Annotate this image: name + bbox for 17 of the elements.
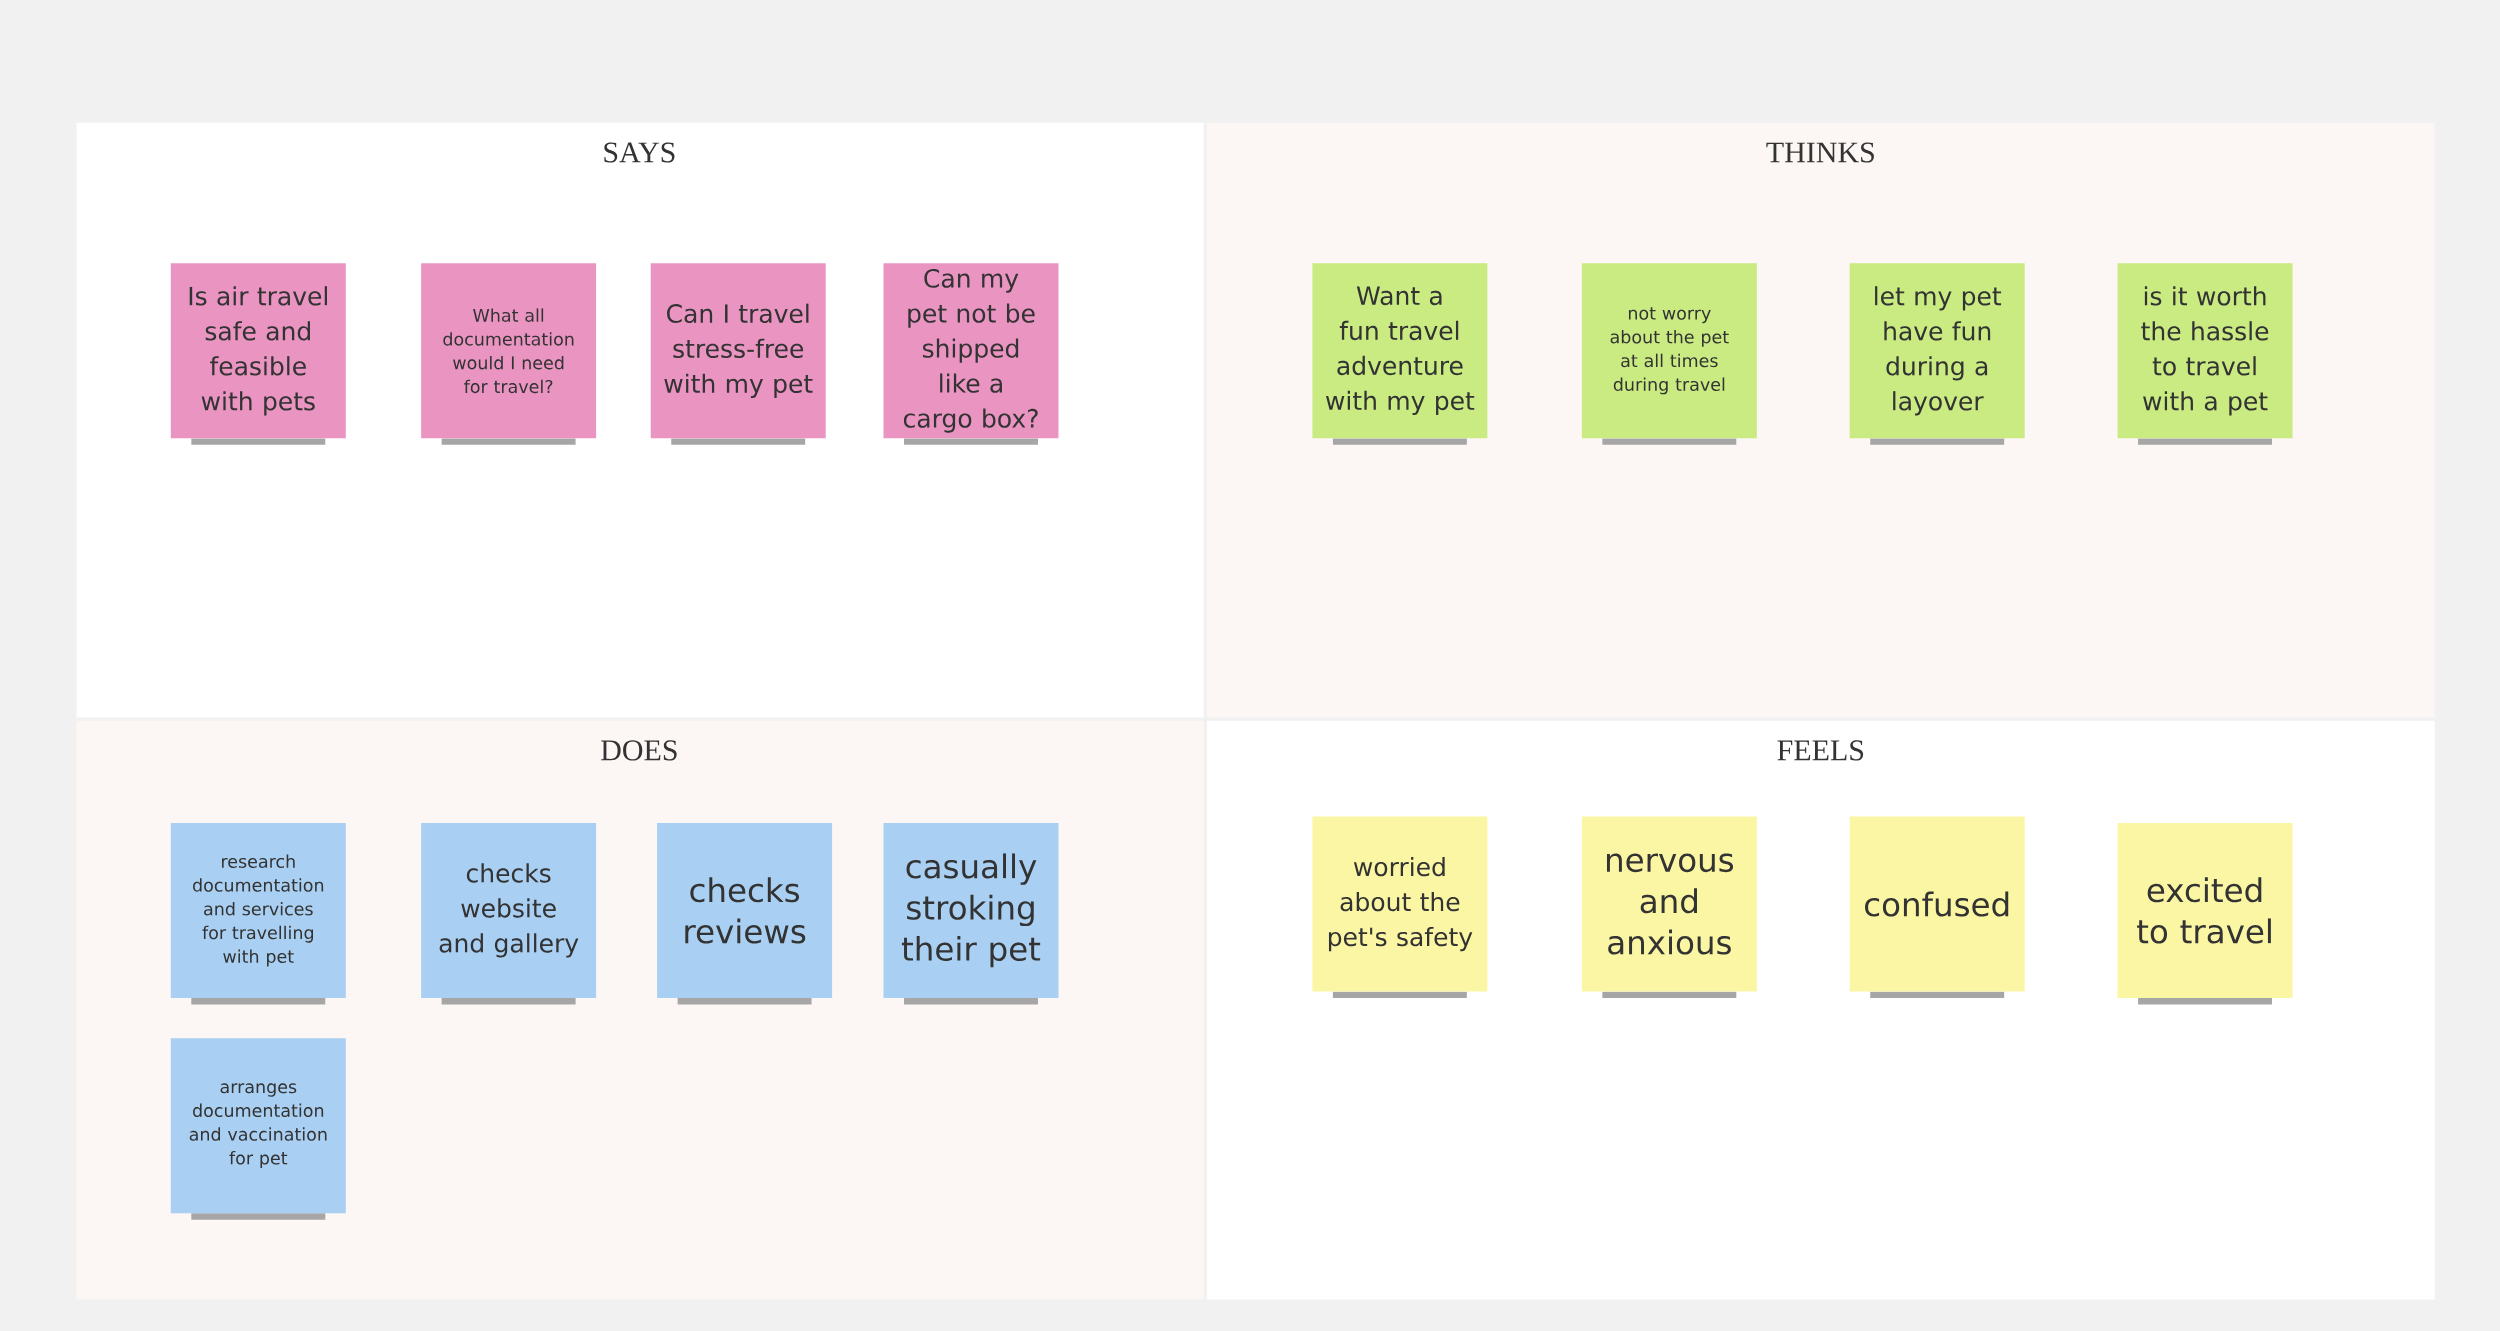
- sticky-note: research documentation and services for travelling with pet: [170, 822, 346, 1005]
- sticky-note: checks reviews: [657, 822, 833, 1005]
- sticky-note: What all documentation would I need for travel?: [421, 263, 597, 445]
- sticky-note: casually stroking their pet: [883, 822, 1059, 1005]
- sticky-note: arranges documentation and vaccination for pet: [170, 1038, 346, 1220]
- sticky-note: let my pet have fun during a layover: [1849, 263, 2025, 445]
- sticky-note: Is air travel safe and feasible with pets: [170, 263, 346, 445]
- sticky-note: Can my pet not be shipped like a cargo box?: [883, 263, 1059, 445]
- sticky-note: confused: [1849, 816, 2025, 998]
- sticky-note: Can I travel stress-free with my pet: [650, 263, 826, 445]
- sticky-note: Want a fun travel adventure with my pet: [1312, 263, 1488, 445]
- sticky-note: is it worth the hassle to travel with a pet: [2117, 263, 2293, 445]
- sticky-note: checks website and gallery: [421, 822, 597, 1005]
- sticky-note: worried about the pet's safety: [1312, 816, 1488, 998]
- sticky-note: nervous and anxious: [1581, 816, 1757, 998]
- sticky-note: excited to travel: [2117, 822, 2293, 1005]
- sticky-note: not worry about the pet at all times during travel: [1581, 263, 1757, 445]
